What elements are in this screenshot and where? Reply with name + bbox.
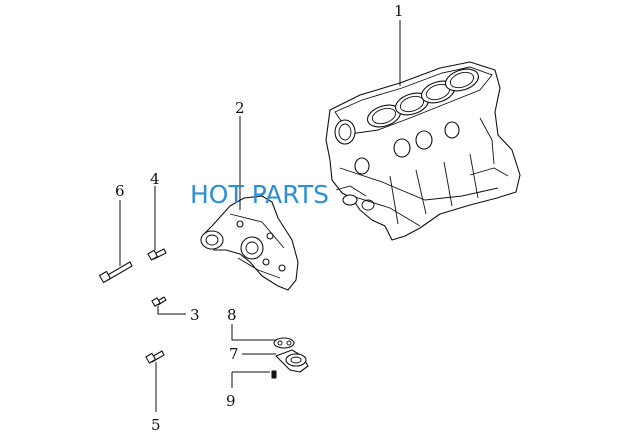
leader-3	[157, 306, 186, 315]
callout-7: 7	[229, 345, 239, 363]
callout-labels: 1 2 3 4 5 6 7 8 9	[115, 2, 404, 434]
leader-8	[231, 324, 276, 341]
long-bolt	[98, 261, 133, 284]
oil-strainer	[275, 349, 309, 373]
callout-6: 6	[115, 182, 125, 200]
watermark-text: HOT PARTS	[190, 180, 329, 209]
leader-lines	[119, 20, 401, 412]
callout-9: 9	[226, 392, 236, 410]
callout-4: 4	[150, 170, 160, 188]
callout-8: 8	[227, 306, 237, 324]
oil-pump-cover	[200, 195, 299, 291]
callout-2: 2	[235, 99, 245, 117]
gasket	[273, 337, 295, 349]
short-bolt-lower	[145, 350, 165, 364]
callout-5: 5	[151, 416, 161, 434]
small-bolt	[151, 296, 167, 307]
small-screw	[271, 370, 277, 379]
short-bolt-upper	[147, 248, 167, 261]
callout-3: 3	[190, 306, 200, 324]
cylinder-block	[325, 61, 521, 241]
callout-1: 1	[394, 2, 404, 20]
leader-9	[231, 371, 270, 388]
